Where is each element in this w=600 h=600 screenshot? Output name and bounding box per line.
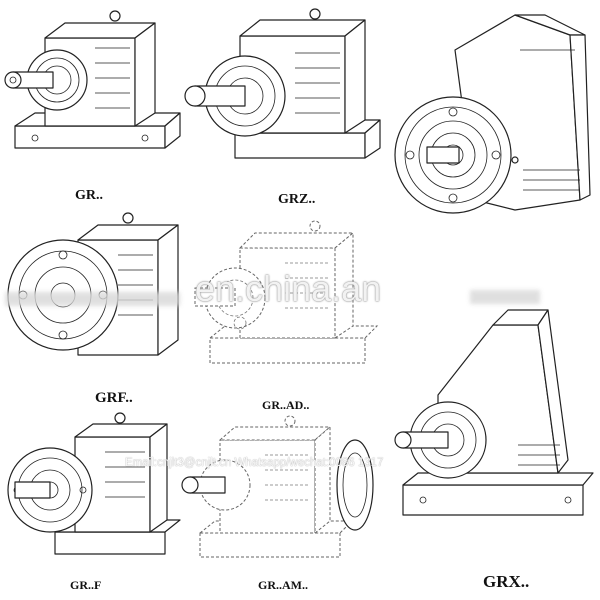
gearbox-grz-drawing: [184, 8, 385, 168]
gearbox-gram-dashed-drawing: [181, 415, 390, 565]
label-gr: GR..: [75, 188, 103, 203]
gearbox-grf-foot-flange-drawing: [5, 412, 185, 562]
label-grad: GR..AD..: [262, 398, 310, 412]
gearbox-grx-flange-drawing: [394, 10, 595, 225]
label-grf: GRF..: [95, 390, 133, 406]
gearbox-grad-dashed-drawing: [194, 218, 380, 373]
label-grx: GRX..: [483, 572, 530, 591]
gearbox-grx-foot-drawing: [394, 305, 594, 530]
blur-band-right: [470, 290, 540, 304]
label-gr-am: GR..AM..: [258, 578, 308, 592]
label-grz: GRZ..: [278, 192, 316, 207]
watermark-site: en.china.an: [195, 268, 382, 309]
label-gr-f: GR..F: [70, 578, 102, 592]
watermark-contact: Email:cnjlt3@cnjlt.cn Whatsapp/wechat:00…: [125, 457, 384, 469]
gearbox-grf-drawing: [7, 210, 188, 370]
gearbox-gr-drawing: [4, 8, 185, 158]
blur-band-left: [5, 292, 180, 306]
